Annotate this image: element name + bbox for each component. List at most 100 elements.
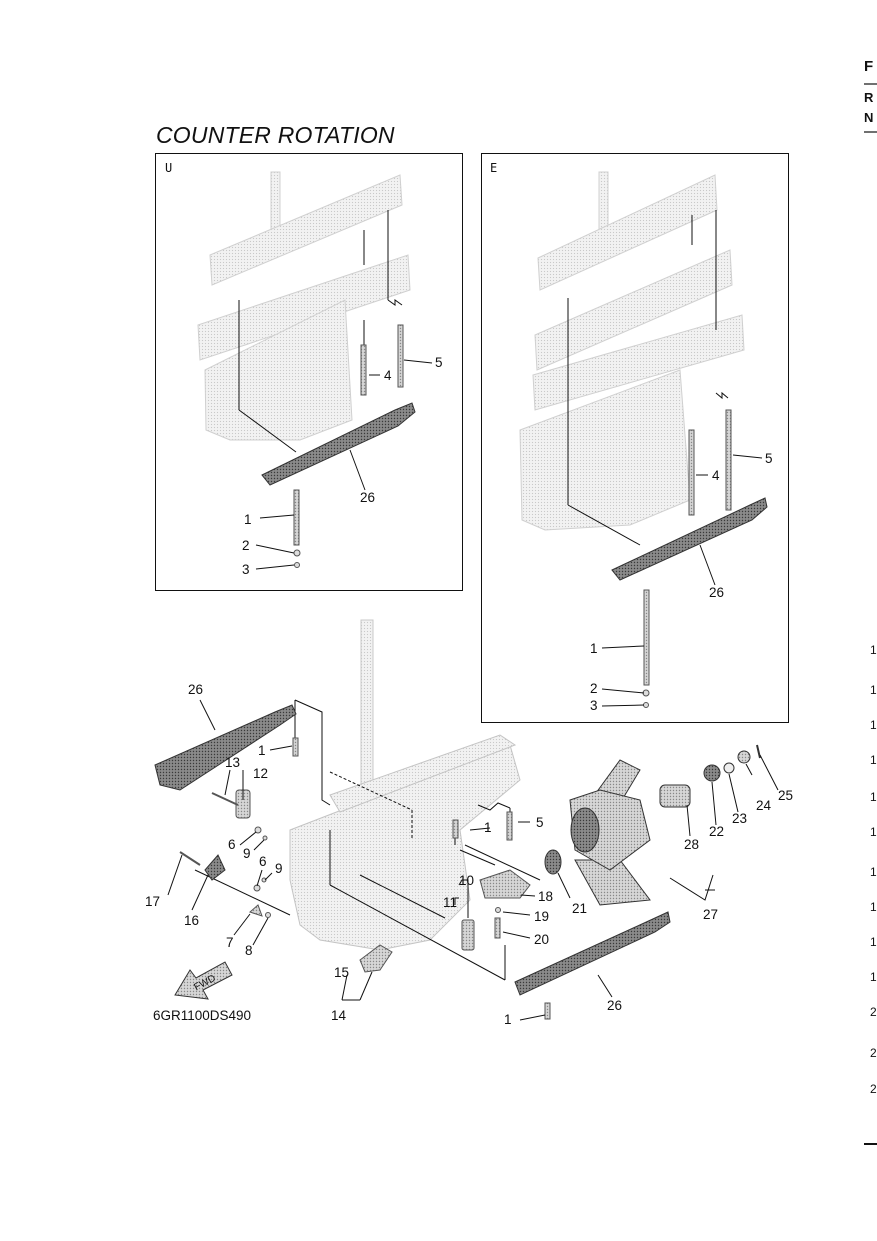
u-housing-ghost bbox=[197, 171, 411, 441]
u-callout-4: 4 bbox=[384, 368, 392, 383]
u-washer-2 bbox=[293, 549, 301, 557]
main-part-6a bbox=[254, 826, 262, 834]
e-callout-lines bbox=[601, 454, 763, 707]
fwd-arrow-icon: FWD bbox=[174, 961, 233, 1000]
variant-e-label: E bbox=[490, 161, 498, 175]
main-callout-9b: 9 bbox=[275, 861, 283, 876]
variant-u-label: U bbox=[165, 161, 173, 175]
main-callout-lines bbox=[167, 699, 779, 1021]
edge-number: 1 bbox=[870, 825, 877, 839]
e-callout-3: 3 bbox=[590, 698, 598, 713]
e-rod-1 bbox=[643, 589, 650, 686]
main-callout-15: 15 bbox=[334, 965, 349, 980]
main-callout-26-right: 26 bbox=[607, 998, 622, 1013]
main-washer-22 bbox=[703, 764, 721, 782]
main-callout-7: 7 bbox=[226, 935, 234, 950]
main-callout-17: 17 bbox=[145, 894, 160, 909]
u-callout-1: 1 bbox=[244, 512, 252, 527]
main-callout-1-top: 1 bbox=[258, 743, 266, 758]
variant-e-panel bbox=[481, 153, 789, 723]
diagram-code: 6GR1100DS490 bbox=[153, 1008, 252, 1023]
main-bolt-20 bbox=[494, 917, 501, 939]
edge-number: 1 bbox=[870, 900, 877, 914]
u-bolt-4 bbox=[360, 344, 367, 396]
edge-number: 1 bbox=[870, 790, 877, 804]
u-bolt-5 bbox=[397, 324, 404, 388]
main-callout-6a: 6 bbox=[228, 837, 236, 852]
edge-number: 1 bbox=[870, 935, 877, 949]
main-hub-28 bbox=[659, 784, 691, 808]
main-bolt-1-top bbox=[292, 737, 299, 757]
main-cone-15 bbox=[359, 944, 393, 973]
e-leaders bbox=[567, 210, 729, 546]
edge-number: 1 bbox=[870, 718, 877, 732]
main-callout-19: 19 bbox=[534, 909, 549, 924]
main-callout-26-left: 26 bbox=[188, 682, 203, 697]
main-callout-20: 20 bbox=[534, 932, 549, 947]
e-trim-tab-26 bbox=[611, 497, 768, 581]
edge-number: 2 bbox=[870, 1082, 877, 1096]
e-callout-2: 2 bbox=[590, 681, 598, 696]
u-nut-3 bbox=[294, 562, 300, 568]
main-bolt-5 bbox=[506, 811, 513, 841]
main-trim-tab-26-left bbox=[154, 704, 297, 791]
main-propeller-27 bbox=[569, 759, 651, 906]
main-part-9a bbox=[262, 835, 268, 841]
e-callout-1: 1 bbox=[590, 641, 598, 656]
u-callout-5: 5 bbox=[435, 355, 443, 370]
u-callout-26: 26 bbox=[360, 490, 375, 505]
edge-number: 1 bbox=[870, 753, 877, 767]
main-callout-13: 13 bbox=[225, 755, 240, 770]
main-dashed-guides bbox=[329, 771, 413, 840]
variant-u-panel bbox=[155, 153, 463, 591]
main-callout-18: 18 bbox=[538, 889, 553, 904]
main-pin-13 bbox=[211, 792, 239, 806]
edge-number: 1 bbox=[870, 643, 877, 657]
main-part-10 bbox=[461, 919, 475, 951]
main-part-19 bbox=[495, 907, 501, 913]
main-callout-23: 23 bbox=[732, 811, 747, 826]
main-callout-28: 28 bbox=[684, 837, 699, 852]
fwd-label: FWD bbox=[192, 973, 217, 993]
main-lower-case bbox=[289, 734, 521, 951]
edge-number: 1 bbox=[870, 970, 877, 984]
e-housing-ghost bbox=[519, 171, 745, 531]
edge-number: 2 bbox=[870, 1046, 877, 1060]
main-callout-27: 27 bbox=[703, 907, 718, 922]
main-part-9b bbox=[261, 877, 267, 883]
main-callout-12: 12 bbox=[253, 766, 268, 781]
e-bolt-4 bbox=[688, 429, 695, 516]
e-callout-5: 5 bbox=[765, 451, 773, 466]
main-callout-11: 11 bbox=[443, 895, 457, 910]
main-callout-16: 16 bbox=[184, 913, 199, 928]
main-callout-22: 22 bbox=[709, 824, 724, 839]
main-callout-25: 25 bbox=[778, 788, 793, 803]
main-anode-16 bbox=[204, 854, 226, 881]
main-callout-6b: 6 bbox=[259, 854, 267, 869]
main-trim-tab-26-right bbox=[514, 911, 671, 996]
edge-number: 1 bbox=[870, 683, 877, 697]
main-bolt-1-mid bbox=[452, 819, 459, 839]
u-leaders bbox=[238, 210, 403, 453]
edge-letter-r: R bbox=[864, 90, 874, 105]
e-callout-4: 4 bbox=[712, 468, 720, 483]
main-part-7 bbox=[249, 904, 263, 917]
main-washer-21 bbox=[544, 849, 562, 875]
main-bolt-1-bottom bbox=[544, 1002, 551, 1020]
main-part-8 bbox=[265, 912, 271, 918]
u-callout-2: 2 bbox=[242, 538, 250, 553]
e-nut-3 bbox=[643, 702, 649, 708]
edge-number: 1 bbox=[870, 865, 877, 879]
edge-number: 2 bbox=[870, 1005, 877, 1019]
main-callout-21: 21 bbox=[572, 901, 587, 916]
diagram-title: COUNTER ROTATION bbox=[156, 122, 395, 148]
main-callout-24: 24 bbox=[756, 798, 772, 813]
main-callout-5: 5 bbox=[536, 815, 544, 830]
main-callout-1-bottom: 1 bbox=[504, 1012, 512, 1027]
e-callout-26: 26 bbox=[709, 585, 724, 600]
main-bolt-17 bbox=[179, 851, 201, 866]
u-trim-tab-26 bbox=[261, 402, 416, 486]
main-callout-9a: 9 bbox=[243, 846, 251, 861]
